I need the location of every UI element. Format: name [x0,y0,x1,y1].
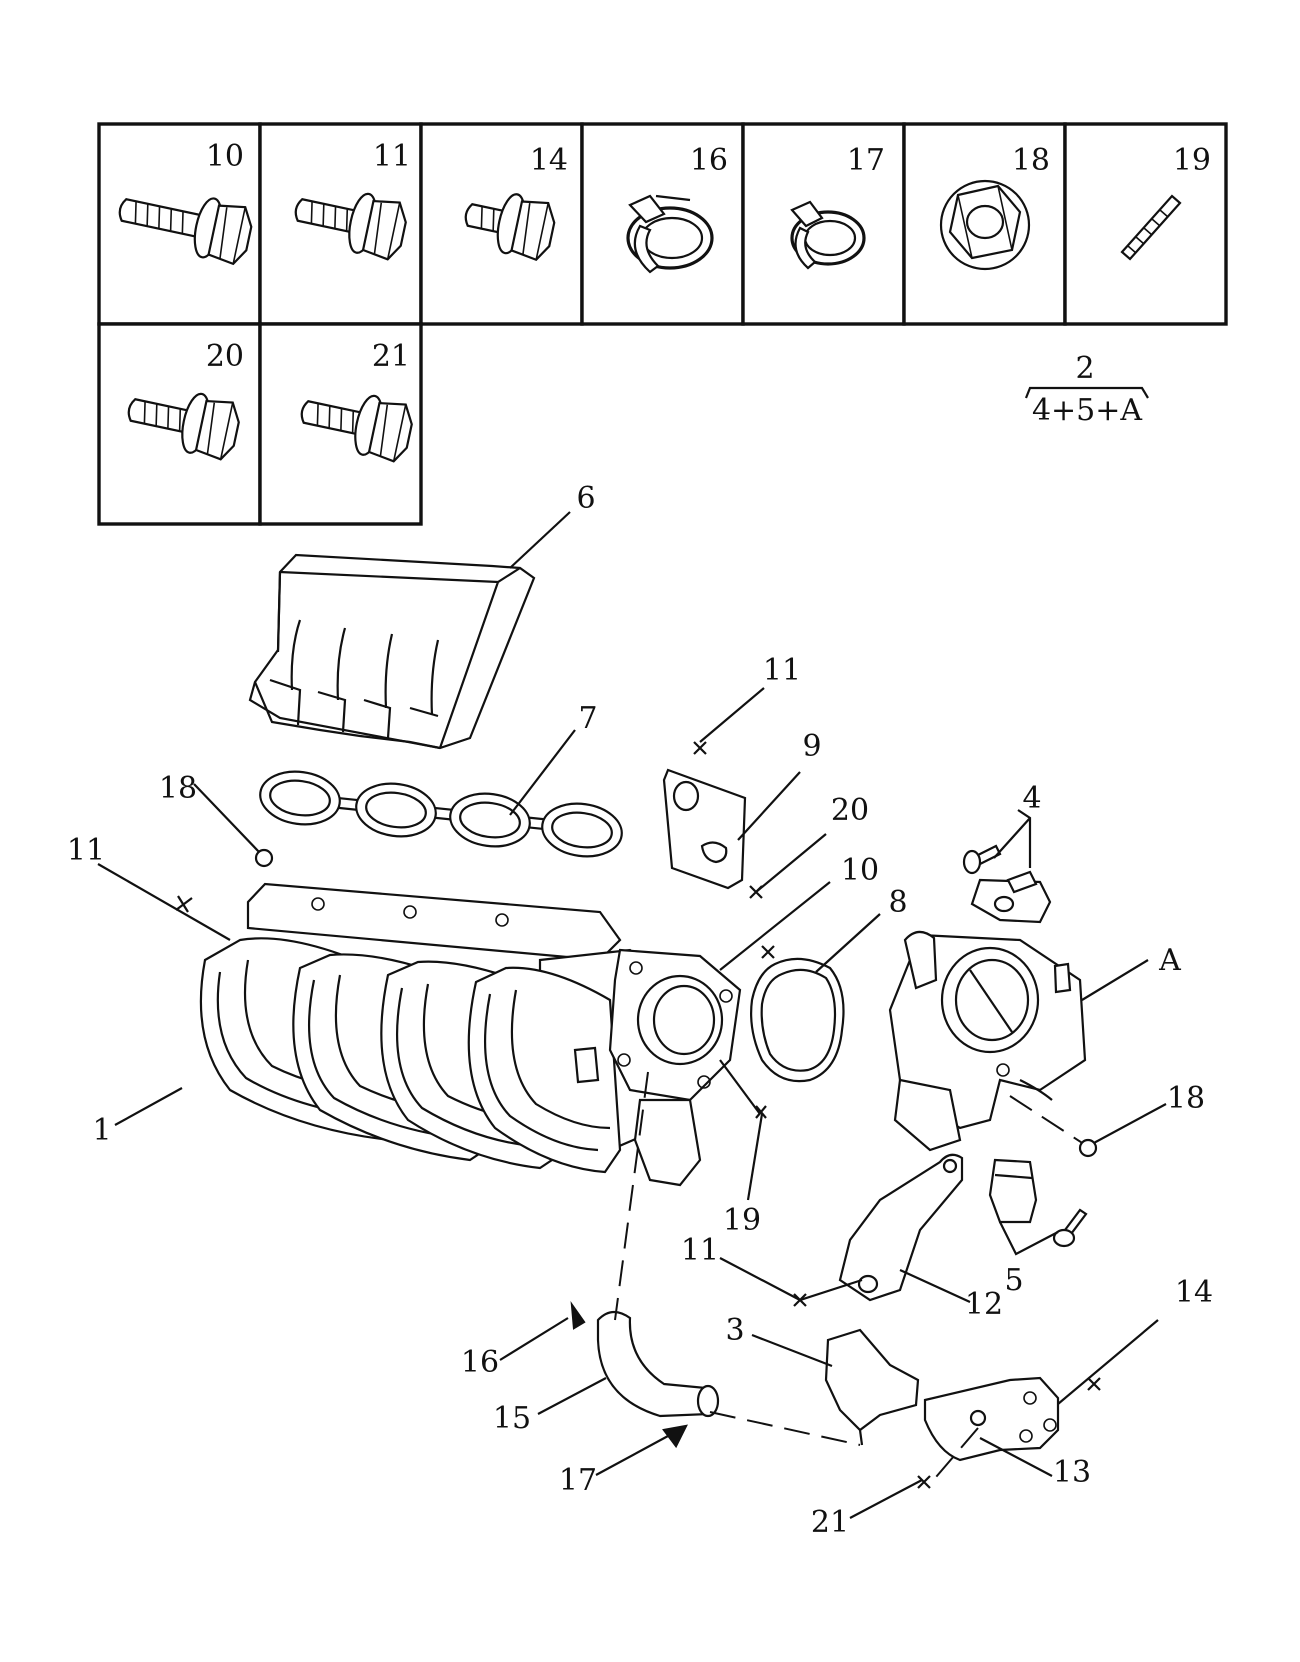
callout-17: 17 [559,1463,597,1498]
grid-number-14: 14 [530,143,568,178]
sensor-5 [988,1158,1038,1224]
callout-4: 4 [1022,781,1041,816]
callout-21: 21 [811,1505,849,1540]
grid-number-10: 10 [206,139,244,174]
bracket-13 [923,1376,1060,1462]
grid-cell-19 [1063,122,1228,326]
nut-marker-18 [254,848,274,868]
small-hose-clamp-icon [790,200,866,270]
grid-number-20: 20 [206,339,244,374]
callout-5: 5 [1004,1263,1023,1298]
callout-11-left: 11 [67,833,105,868]
callout-3: 3 [725,1313,744,1348]
callout-6: 6 [576,481,595,516]
grid-number-17: 17 [847,143,885,178]
hardware-grid: 10 11 14 16 17 18 19 20 21 [97,122,1228,526]
screw-4 [962,844,1002,875]
callout-13: 13 [1053,1455,1091,1490]
kit-note: 2 4+5+A [1024,351,1149,428]
callout-A: A [1158,943,1181,978]
intake-gasket-7 [259,770,623,858]
grid-cell-17 [741,122,906,326]
grid-number-21: 21 [372,339,410,374]
callout-16: 16 [461,1345,499,1380]
callout-8: 8 [888,885,907,920]
plate-9 [662,768,747,890]
engine-cover-6 [248,553,536,750]
stud-icon [1120,194,1182,261]
grid-number-19: 19 [1173,143,1211,178]
callout-18-right: 18 [1167,1081,1205,1116]
throttle-body-A [888,930,1087,1152]
callout-7: 7 [578,701,597,736]
callout-15: 15 [493,1401,531,1436]
throttle-gasket-8 [750,957,845,1083]
callout-labels: 1 3 4 5 6 7 8 9 10 11 11 11 12 13 14 15 … [67,481,1213,1540]
callout-18-left: 18 [159,771,197,806]
hose-15 [596,1310,720,1418]
screw-5 [1052,1208,1088,1248]
callout-9: 9 [802,729,821,764]
callout-11-top: 11 [763,653,801,688]
grid-number-18: 18 [1012,143,1050,178]
grid-number-11: 11 [373,139,411,174]
sensor-3 [824,1328,920,1446]
callout-1: 1 [92,1113,111,1148]
routing-lines [614,1071,1091,1485]
callout-leaders [97,511,1167,1519]
sensor-4 [970,870,1052,924]
kit-note-bottom: 4+5+A [1032,393,1142,428]
spring-hose-clamp-icon [626,194,714,274]
bracket-12 [838,1153,964,1302]
intake-manifold-1 [199,882,742,1187]
callout-10: 10 [841,853,879,888]
callout-20: 20 [831,793,869,828]
nut-marker-18-right [1078,1138,1098,1158]
flange-nut-icon [939,179,1031,271]
callout-12: 12 [965,1287,1003,1322]
grid-number-16: 16 [690,143,728,178]
kit-note-top: 2 [1075,351,1094,386]
callout-11-bottom: 11 [681,1233,719,1268]
kit-note-brace [1024,386,1149,399]
callout-19: 19 [723,1203,761,1238]
callout-14: 14 [1175,1275,1213,1310]
